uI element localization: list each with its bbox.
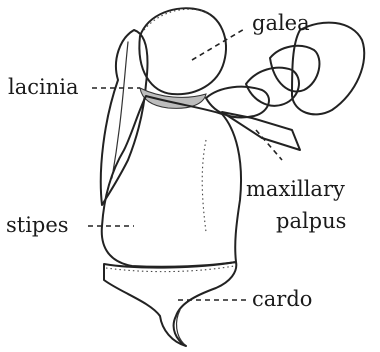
cardo-shape [104, 262, 236, 346]
label-lacinia: lacinia [8, 75, 78, 99]
label-maxillary: maxillary [246, 177, 345, 201]
palpus-segment-3 [270, 46, 319, 92]
stipes-shape [102, 96, 241, 267]
label-stipes: stipes [6, 213, 69, 237]
palpus-segment-4 [292, 23, 364, 115]
galea-shape [139, 8, 226, 94]
label-cardo: cardo [252, 287, 312, 311]
label-galea: galea [252, 11, 310, 35]
palpus-segment-2 [246, 68, 299, 106]
galea-leader [192, 28, 246, 60]
stipes-suture [202, 140, 206, 232]
label-palpus: palpus [276, 209, 346, 233]
palpus-leader [256, 130, 282, 160]
galea-fringe [144, 9, 210, 30]
